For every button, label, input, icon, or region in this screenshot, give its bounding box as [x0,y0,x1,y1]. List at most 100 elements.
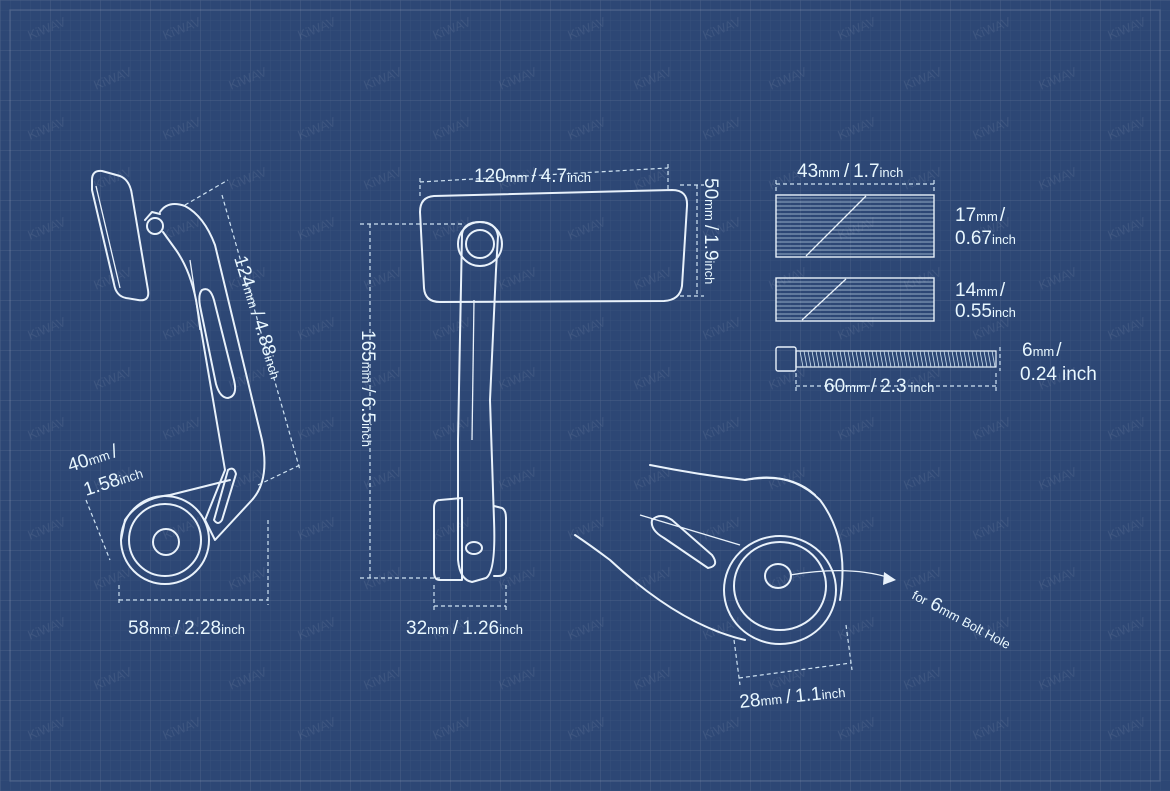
bolt-thread-line [879,350,884,368]
label-clamp-diameter: 28mm/1.1inch [738,681,846,713]
front-bolt-hole [465,541,483,555]
bolt-thread-line [939,350,944,368]
label-mirror-width: 120mm/4.7inch [474,166,591,187]
bolt-thread-line [799,350,804,368]
bolt-thread-line [807,350,812,368]
bolt-thread-line [951,350,956,368]
dim-side-arm [221,194,301,471]
label-front-base-width: 32mm/1.26inch [406,618,523,639]
label-spacer-large-inch: 0.67inch [955,228,1016,249]
bolt-thread-line [959,350,964,368]
bolt-thread-line [903,350,908,368]
clamp-body-lower [574,534,746,641]
side-arm-slot [198,288,237,399]
side-arm-edge [189,259,201,331]
dim-side-clamp [85,499,111,561]
bolt-thread-line [851,350,856,368]
bolt-thread-line [831,350,836,368]
front-clamp-right [493,505,507,577]
bolt-thread-line [935,350,940,368]
bolt-thread-line [911,350,916,368]
bolt-thread-line [843,350,848,368]
front-view: 120mm/4.7inch 50mm/1.9inch 165mm/6.5inch… [357,164,721,639]
side-arm [159,203,266,541]
clamp-slot [650,515,717,569]
bolt-thread-line [883,350,888,368]
spacer-small-split [801,278,847,321]
front-clamp-left [433,497,463,581]
spacer-large-split [805,195,867,257]
bolt-thread-line [947,350,952,368]
bolt-thread-line [927,350,932,368]
side-pivot-joint [144,211,161,221]
bolt-thread-line [867,350,872,368]
spacer-small [775,277,935,322]
bolt-thread-line [823,350,828,368]
side-mirror-edge [95,185,121,289]
hardware-view: 43mm/1.7inch 17mm/ 0.67inch 14mm/ 0.55in… [775,161,1097,397]
front-pivot-inner [465,229,495,259]
clamp-ring-back [744,476,844,601]
bolt-thread-line [855,350,860,368]
label-spacer-width: 43mm/1.7inch [797,161,903,182]
bolt-thread-line [931,350,936,368]
bolt-thread-line [847,350,852,368]
clamp-bolt-hole [764,563,792,589]
side-pivot-ball [146,217,164,235]
bolt-thread-line [815,350,820,368]
side-clamp-inner [128,503,202,577]
bolt-threads [799,350,996,368]
bolt-thread-line [887,350,892,368]
side-lower-slot [213,467,237,524]
side-bolt-hole [152,528,180,556]
bolt-thread-line [907,350,912,368]
bolt-thread-line [983,350,988,368]
bolt-hole-leader [789,570,891,579]
bolt-thread-line [891,350,896,368]
bolt-thread-line [835,350,840,368]
spacer-large [775,194,935,258]
bolt-thread-line [919,350,924,368]
side-clamp-join [120,479,231,541]
label-total-height: 165mm/6.5inch [357,330,378,447]
bolt-thread-line [987,350,992,368]
bolt-thread-line [955,350,960,368]
clamp-ring-outer [723,535,837,645]
bolt-thread-line [899,350,904,368]
bolt-thread-line [895,350,900,368]
bolt-hole-arrow [883,572,896,585]
bolt-thread-line [923,350,928,368]
bolt-thread-line [863,350,868,368]
bolt-thread-line [819,350,824,368]
bolt-thread-line [859,350,864,368]
label-spacer-large-mm: 17mm/ [955,205,1006,226]
bolt-thread-line [991,350,996,368]
front-pivot-outer [457,221,503,267]
front-stem-edge [471,299,475,441]
dim-ext [845,624,853,671]
label-spacer-small-inch: 0.55inch [955,301,1016,322]
bolt-thread-line [915,350,920,368]
label-mirror-height: 50mm/1.9inch [700,178,721,284]
bolt-thread-line [979,350,984,368]
side-mirror-head [91,169,150,302]
bolt-thread-line [975,350,980,368]
dim-clamp-diameter [738,662,852,679]
dim-ext [257,464,301,486]
clamp-body-edge [639,514,741,546]
label-bolt-diameter-mm: 6mm/ [1022,340,1062,361]
dim-ext [184,179,229,206]
bolt-thread-line [963,350,968,368]
frame-border [9,9,1161,782]
bolt-thread-line [875,350,880,368]
bolt-thread-line [803,350,808,368]
label-spacer-small-mm: 14mm/ [955,280,1006,301]
bolt-thread-line [871,350,876,368]
bolt-thread-line [967,350,972,368]
clamp-ring-inner [733,541,827,631]
